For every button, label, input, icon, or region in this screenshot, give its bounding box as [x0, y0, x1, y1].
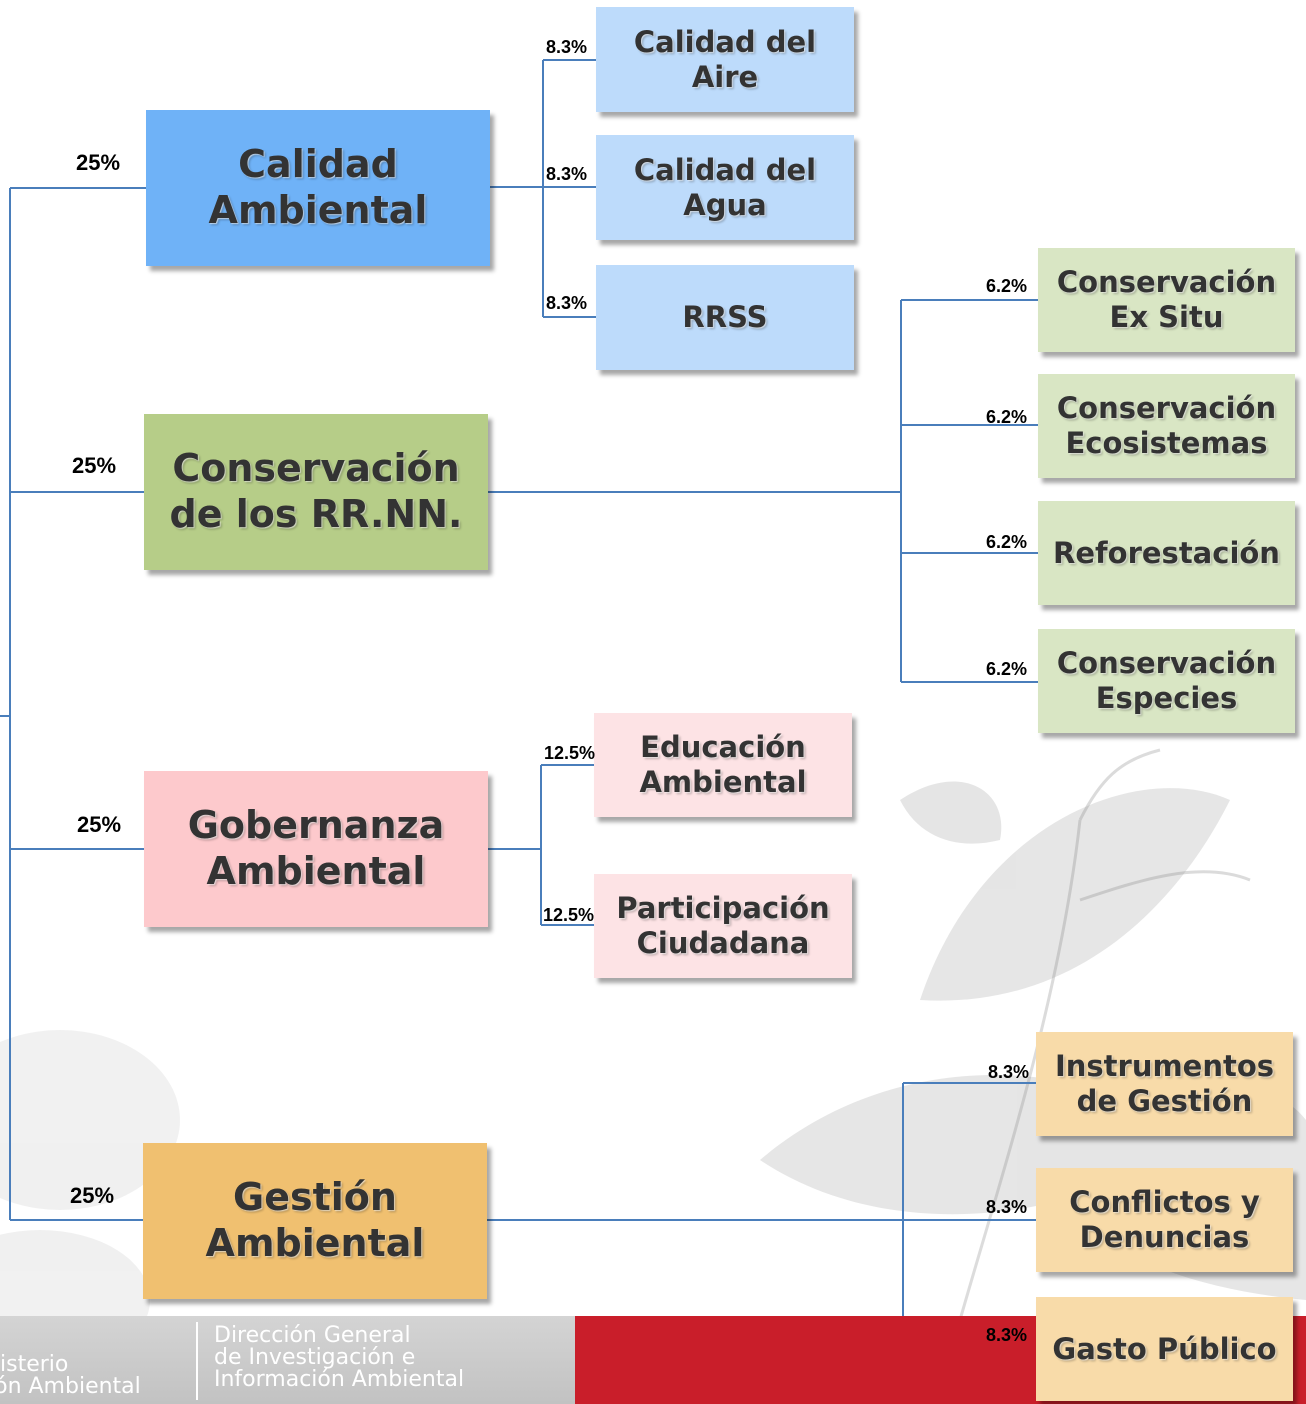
ministry-name: isterio ión Ambiental — [0, 1352, 141, 1399]
pct-calidad-del-agua: 8.3% — [546, 164, 588, 184]
pct-instrumentos-de-gestion: 8.3% — [988, 1062, 1030, 1082]
pct-conservacion-rrnn: 25% — [72, 453, 117, 478]
node-reforestacion: Reforestación — [1038, 501, 1295, 605]
pct-conservacion-especies: 6.2% — [986, 659, 1028, 679]
pct-gestion-ambiental: 25% — [70, 1183, 115, 1208]
pct-educacion-ambiental: 12.5% — [544, 743, 596, 763]
footer-gray-panel — [0, 1316, 575, 1404]
pct-gasto-publico: 8.3% — [986, 1325, 1028, 1345]
node-gasto-publico: Gasto Público — [1036, 1297, 1293, 1401]
pct-gobernanza-ambiental: 25% — [77, 812, 122, 837]
pct-conflictos-y-denuncias: 8.3% — [986, 1197, 1028, 1217]
pct-calidad-ambiental: 25% — [76, 150, 121, 175]
direccion-name: Dirección General de Investigación e Inf… — [214, 1323, 465, 1392]
pct-calidad-del-aire: 8.3% — [546, 37, 588, 57]
footer-divider — [196, 1322, 198, 1400]
footer-banner: isterio ión Ambiental Dirección General … — [0, 1316, 1306, 1404]
node-rrss: RRSS — [596, 265, 854, 370]
pct-conservacion-ex-situ: 6.2% — [986, 276, 1028, 296]
pct-participacion-ciudadana: 12.5% — [543, 905, 595, 925]
pct-reforestacion: 6.2% — [986, 532, 1028, 552]
pct-conservacion-ecosistemas: 6.2% — [986, 407, 1028, 427]
pct-rrss: 8.3% — [546, 293, 588, 313]
